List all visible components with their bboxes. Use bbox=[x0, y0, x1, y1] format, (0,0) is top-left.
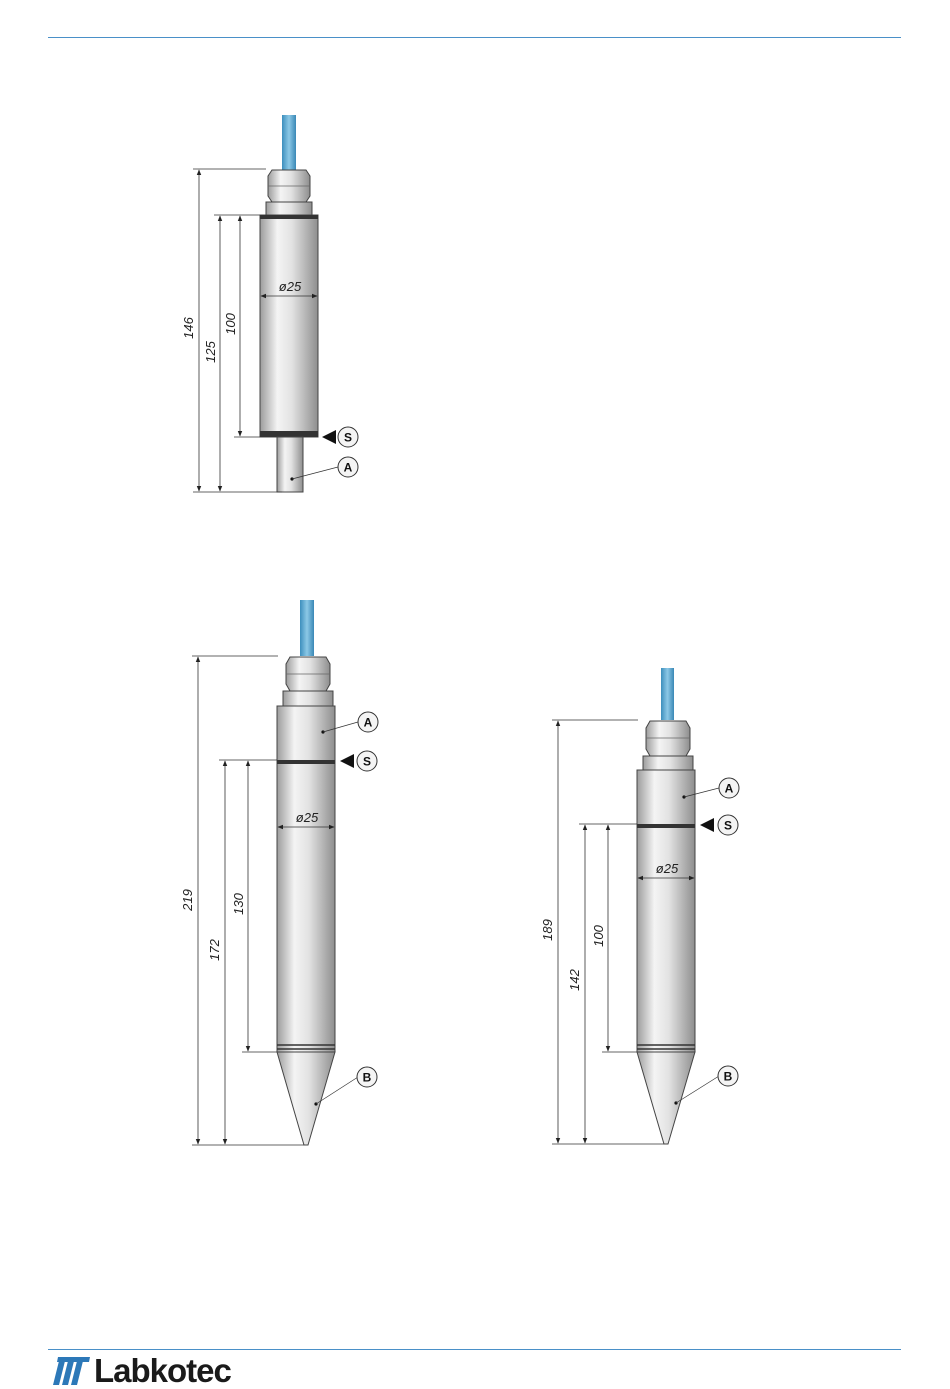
labkotec-logo-icon bbox=[52, 1355, 90, 1387]
dimension-label-125: 125 bbox=[203, 340, 218, 362]
callout-label-b: B bbox=[363, 1071, 372, 1085]
s-marker-icon bbox=[700, 818, 714, 832]
callout-label-a: A bbox=[364, 716, 373, 730]
cable-gland-base bbox=[643, 756, 693, 770]
callout-label-a: A bbox=[725, 782, 734, 796]
sensor-body bbox=[260, 215, 318, 437]
dimension-label-219: 219 bbox=[180, 889, 195, 912]
s-marker-icon bbox=[340, 754, 354, 768]
callout-label-a: A bbox=[344, 461, 353, 475]
dimension-label-172: 172 bbox=[207, 938, 222, 960]
sensor-cone-tip bbox=[637, 1052, 695, 1144]
sensor-2: 219 172 130 ø25 A S B bbox=[180, 600, 378, 1145]
cable-gland-base bbox=[266, 202, 312, 215]
cable-gland-nut bbox=[646, 721, 690, 756]
callout-label-s: S bbox=[363, 755, 371, 769]
sensor-tip bbox=[277, 437, 303, 492]
dimension-label-130: 130 bbox=[231, 892, 246, 914]
callout-label-s: S bbox=[724, 819, 732, 833]
dimension-label-100: 100 bbox=[223, 312, 238, 334]
sensor-3: 189 142 100 ø25 A S B bbox=[540, 668, 739, 1144]
diameter-label: ø25 bbox=[279, 279, 302, 294]
sensor-cone-tip bbox=[277, 1052, 335, 1145]
callout-label-b: B bbox=[724, 1070, 733, 1084]
s-marker-icon bbox=[322, 430, 336, 444]
sensor-body bbox=[277, 706, 335, 1052]
cable-gland-base bbox=[283, 691, 333, 706]
cable bbox=[282, 115, 296, 170]
sensor-body bbox=[637, 770, 695, 1052]
footer-rule bbox=[48, 1349, 901, 1350]
dimension-label-100: 100 bbox=[591, 924, 606, 946]
brand-name: Labkotec bbox=[94, 1354, 231, 1388]
sensor-1: 146 125 100 ø25 S A bbox=[181, 115, 358, 492]
callout-label-s: S bbox=[344, 431, 352, 445]
diameter-label: ø25 bbox=[296, 810, 319, 825]
cable bbox=[300, 600, 314, 656]
dimension-label-189: 189 bbox=[540, 919, 555, 941]
brand-logo: Labkotec bbox=[52, 1354, 231, 1388]
dimension-label-142: 142 bbox=[567, 968, 582, 990]
dimension-label-146: 146 bbox=[181, 316, 196, 338]
cable bbox=[661, 668, 674, 720]
diameter-label: ø25 bbox=[656, 861, 679, 876]
